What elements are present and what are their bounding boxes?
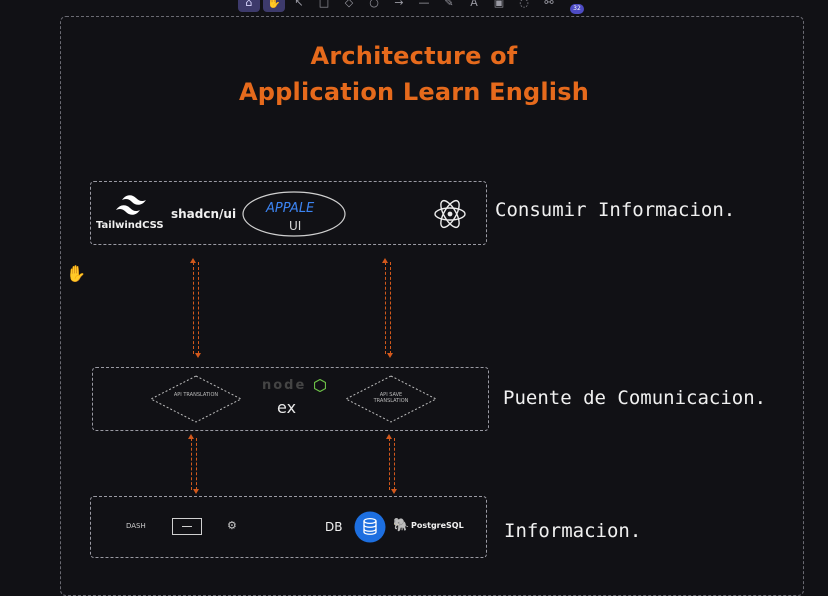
arrow-right2-down — [394, 438, 395, 490]
arrow-right-up-head — [382, 258, 388, 263]
arrow-right-down-head — [387, 353, 393, 358]
arrow-left2-up-head — [188, 434, 194, 439]
library-badge: 32 — [570, 4, 584, 14]
arrow-icon[interactable]: → — [394, 0, 404, 9]
arrow-right2-down-head — [391, 489, 397, 494]
pencil-icon[interactable]: ✎ — [444, 0, 454, 9]
api-translation-label: API TRANSLATION — [173, 392, 219, 398]
home-icon[interactable]: ⌂ — [238, 0, 260, 12]
eraser-icon[interactable]: ◌ — [519, 0, 529, 9]
arrow-right2-up-head — [386, 434, 392, 439]
frontend-layer-box[interactable] — [90, 181, 487, 245]
express-logo: ex — [277, 398, 297, 417]
hand-cursor-icon: ✋ — [66, 264, 86, 283]
terminal-box-icon — [172, 518, 202, 535]
arrow-left2-up — [191, 438, 192, 490]
database-icon — [354, 511, 386, 543]
postgres-elephant-icon: 🐘 — [393, 518, 410, 533]
image-icon[interactable]: ▣ — [493, 0, 505, 9]
frontend-layer-label: Consumir Informacion. — [495, 199, 736, 221]
diagram-title-line2: Application Learn English — [239, 78, 589, 106]
arrow-right-down — [390, 262, 391, 354]
arrow-left2-down — [196, 438, 197, 490]
arrow-left-down — [198, 262, 199, 354]
api-save-translation-label: API SAVE TRANSLATION — [373, 392, 409, 404]
diagram-title-line1: Architecture of — [310, 42, 518, 70]
api-save-translation-diamond — [345, 375, 437, 423]
text-icon[interactable]: A — [470, 0, 478, 9]
tailwind-label: TailwindCSS — [96, 220, 164, 231]
library-icon[interactable]: ⚯ — [544, 0, 554, 9]
nodejs-hex-icon — [314, 379, 326, 392]
circle-icon[interactable]: ○ — [369, 0, 379, 9]
data-layer-label: Informacion. — [504, 520, 642, 542]
arrow-left-up — [193, 262, 194, 354]
pointer-icon[interactable]: ↖ — [294, 0, 304, 9]
hand-icon[interactable]: ✋ — [263, 0, 285, 12]
postgres-label: PostgreSQL — [411, 521, 464, 530]
appale-ellipse — [242, 191, 346, 237]
tailwind-logo-icon — [116, 195, 146, 215]
toolbar: ⌂✋ ↖ □ ◇ ○ → — ✎ A ▣ ◌ ⚯ — [232, 0, 592, 16]
arrow-left2-down-head — [193, 489, 199, 494]
appale-bottom-label: UI — [289, 219, 302, 233]
backend-layer-box[interactable] — [92, 367, 489, 431]
arrow-right-up — [385, 262, 386, 354]
dash-logo: DASH — [126, 522, 146, 530]
nodejs-logo: node — [262, 378, 307, 393]
diamond-icon[interactable]: ◇ — [344, 0, 354, 9]
api-translation-diamond — [150, 375, 242, 423]
appale-top-label: APPALE — [266, 201, 315, 216]
gear-icon: ⚙ — [227, 519, 237, 532]
db-label: DB — [325, 520, 343, 534]
shadcn-label: shadcn/ui — [171, 207, 237, 221]
data-layer-box[interactable] — [90, 496, 487, 558]
arrow-right2-up — [389, 438, 390, 490]
arrow-left-up-head — [190, 258, 196, 263]
arrow-left-down-head — [195, 353, 201, 358]
line-icon[interactable]: — — [418, 0, 430, 9]
rectangle-icon[interactable]: □ — [318, 0, 330, 9]
backend-layer-label: Puente de Comunicacion. — [503, 387, 767, 409]
react-icon — [434, 199, 466, 229]
